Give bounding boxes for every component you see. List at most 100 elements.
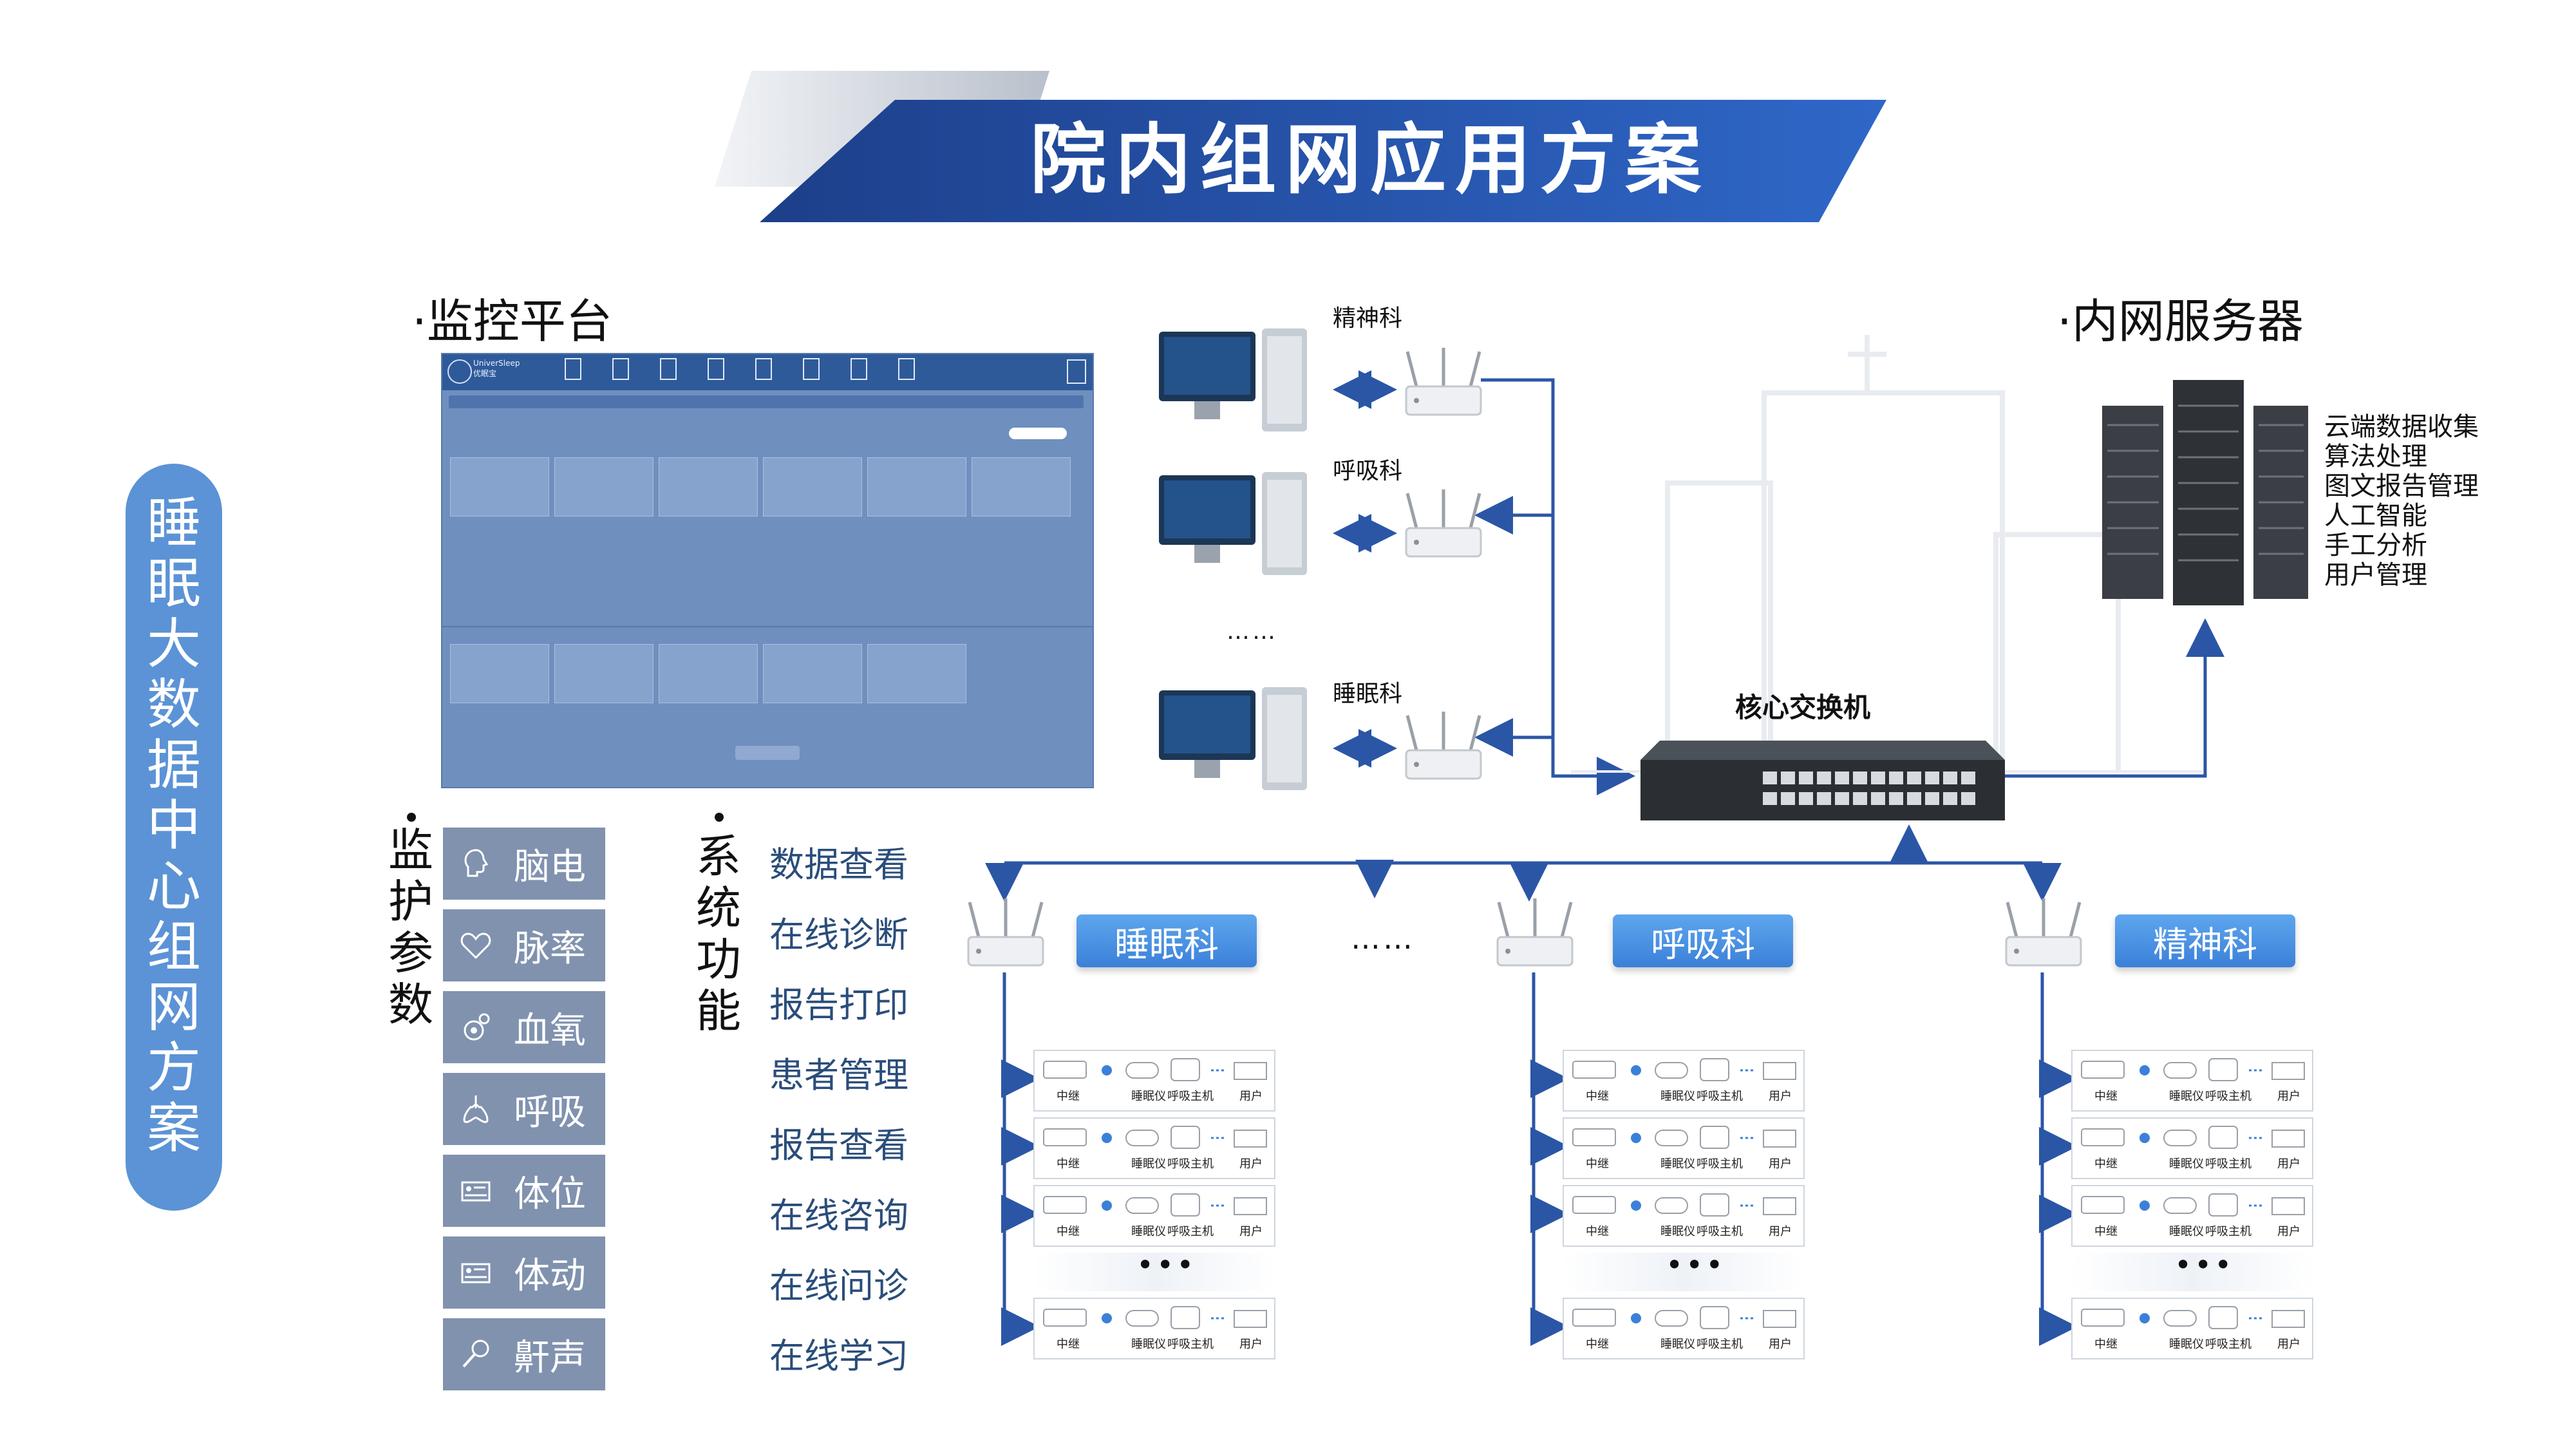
row-label-user: 用户 <box>2277 1338 2300 1351</box>
dept-button-psychiatry[interactable]: 精神科 <box>2115 914 2295 967</box>
device-row: 中继 睡眠仪 呼吸主机 用户 <box>1563 1117 1805 1179</box>
dashboard-divider <box>442 626 1093 627</box>
dashboard-nav-icon[interactable] <box>755 358 772 380</box>
row-label-relay: 中继 <box>1586 1338 1609 1351</box>
row-label-sleep-device: 睡眠仪 <box>1660 1090 1695 1103</box>
functions-bullet <box>715 813 724 822</box>
patient-tile[interactable] <box>867 457 966 516</box>
dept-button-respiratory[interactable]: 呼吸科 <box>1613 914 1793 967</box>
device-chain-icon <box>1043 1306 1267 1329</box>
row-label-relay: 中继 <box>2094 1225 2118 1238</box>
patient-tile[interactable] <box>554 457 653 516</box>
router-icon <box>1496 898 1574 967</box>
server-function: 用户管理 <box>2324 560 2427 590</box>
patient-tile[interactable] <box>763 457 862 516</box>
dashboard-pagination[interactable] <box>735 746 800 760</box>
dashboard-nav <box>565 358 915 380</box>
row-label-breathing-host: 呼吸主机 <box>1167 1157 1214 1171</box>
param-snore: 鼾声 <box>443 1318 605 1390</box>
top-ellipsis: …… <box>1227 618 1278 645</box>
device-row: 中继 睡眠仪 呼吸主机 用户 <box>2071 1185 2313 1247</box>
row-label-breathing-host: 呼吸主机 <box>2205 1225 2252 1238</box>
patient-tile[interactable] <box>554 644 653 703</box>
param-pulse: 脉率 <box>443 909 605 981</box>
dashboard-nav-icon[interactable] <box>612 358 629 380</box>
dashboard-nav-icon[interactable] <box>660 358 677 380</box>
side-pill <box>126 464 222 1211</box>
row-label-user: 用户 <box>2277 1157 2300 1171</box>
dashboard-screenshot: UniverSleep 优眠宝 <box>441 353 1094 788</box>
row-label-relay: 中继 <box>1057 1225 1080 1238</box>
device-row-faded: ••• <box>2071 1247 2313 1291</box>
function-item: 在线诊断 <box>769 914 908 955</box>
row-label-relay: 中继 <box>2094 1157 2118 1171</box>
dashboard-tiles-row-1 <box>450 457 1087 516</box>
row-label-relay: 中继 <box>1057 1157 1080 1171</box>
dashboard-nav-icon[interactable] <box>898 358 915 380</box>
workstation-pc-icon <box>1159 687 1307 790</box>
function-item: 在线问诊 <box>769 1265 908 1306</box>
device-chain-icon <box>2081 1193 2305 1217</box>
device-row: 中继 睡眠仪 呼吸主机 用户 <box>1033 1050 1275 1112</box>
patient-tile[interactable] <box>450 457 549 516</box>
dashboard-settings-icon[interactable] <box>1067 359 1086 384</box>
dashboard-nav-icon[interactable] <box>565 358 581 380</box>
row-label-sleep-device: 睡眠仪 <box>1660 1338 1695 1351</box>
bottom-ellipsis: …… <box>1351 921 1415 956</box>
server-functions: 云端数据收集 算法处理 图文报告管理 人工智能 手工分析 用户管理 <box>2324 412 2479 590</box>
param-label: 呼吸 <box>514 1091 586 1133</box>
row-label-relay: 中继 <box>1586 1090 1609 1103</box>
row-label-relay: 中继 <box>1586 1157 1609 1171</box>
row-label-user: 用户 <box>1769 1225 1792 1238</box>
function-item: 在线学习 <box>769 1336 908 1376</box>
patient-tile[interactable] <box>867 644 966 703</box>
dashboard-toggle[interactable] <box>1009 428 1067 439</box>
row-label-breathing-host: 呼吸主机 <box>1167 1338 1214 1351</box>
dashboard-nav-icon[interactable] <box>851 358 867 380</box>
param-label: 体动 <box>514 1255 586 1297</box>
row-label-sleep-device: 睡眠仪 <box>2169 1225 2204 1238</box>
device-row: 中继 睡眠仪 呼吸主机 用户 <box>1033 1117 1275 1179</box>
row-label-breathing-host: 呼吸主机 <box>2205 1157 2252 1171</box>
param-eeg: 脑电 <box>443 828 605 900</box>
param-label: 脑电 <box>514 846 586 888</box>
server-function: 图文报告管理 <box>2324 471 2479 501</box>
param-label: 血氧 <box>514 1009 586 1052</box>
row-label-user: 用户 <box>1239 1157 1263 1171</box>
side-pill-text: 睡眠大数据中心组网方案 <box>146 491 201 1160</box>
row-label-sleep-device: 睡眠仪 <box>2169 1090 2204 1103</box>
patient-tile[interactable] <box>659 644 758 703</box>
router-icon <box>1405 712 1482 780</box>
patient-tile[interactable] <box>659 457 758 516</box>
row-label-user: 用户 <box>1769 1338 1792 1351</box>
dashboard-search-bar[interactable] <box>449 395 1084 408</box>
patient-tile[interactable] <box>972 457 1071 516</box>
row-label-breathing-host: 呼吸主机 <box>1697 1157 1743 1171</box>
dashboard-logo-text: UniverSleep <box>473 359 520 368</box>
row-label-user: 用户 <box>2277 1090 2300 1103</box>
row-label-user: 用户 <box>1239 1090 1263 1103</box>
patient-tile[interactable] <box>763 644 862 703</box>
router-icon <box>1405 489 1482 558</box>
device-row: 中继 睡眠仪 呼吸主机 用户 <box>1033 1298 1275 1359</box>
patient-tile[interactable] <box>450 644 549 703</box>
row-label-breathing-host: 呼吸主机 <box>1167 1090 1214 1103</box>
monitor-platform-title: ·监控平台 <box>412 294 612 348</box>
row-label-breathing-host: 呼吸主机 <box>1697 1090 1743 1103</box>
dashboard-nav-icon[interactable] <box>708 358 724 380</box>
function-item: 数据查看 <box>769 844 908 885</box>
device-chain-icon <box>2081 1058 2305 1081</box>
device-row: 中继 睡眠仪 呼吸主机 用户 <box>2071 1050 2313 1112</box>
intranet-server-title: ·内网服务器 <box>2057 294 2304 348</box>
param-label: 鼾声 <box>514 1336 586 1379</box>
row-label-sleep-device: 睡眠仪 <box>1660 1225 1695 1238</box>
row-label-sleep-device: 睡眠仪 <box>1131 1225 1166 1238</box>
device-row-faded: ••• <box>1033 1247 1275 1291</box>
dashboard-nav-icon[interactable] <box>803 358 820 380</box>
param-spo2: 血氧 <box>443 991 605 1063</box>
row-label-user: 用户 <box>2277 1225 2300 1238</box>
params-bullet <box>407 813 416 822</box>
row-label-user: 用户 <box>1769 1090 1792 1103</box>
dept-button-sleep[interactable]: 睡眠科 <box>1076 914 1257 967</box>
